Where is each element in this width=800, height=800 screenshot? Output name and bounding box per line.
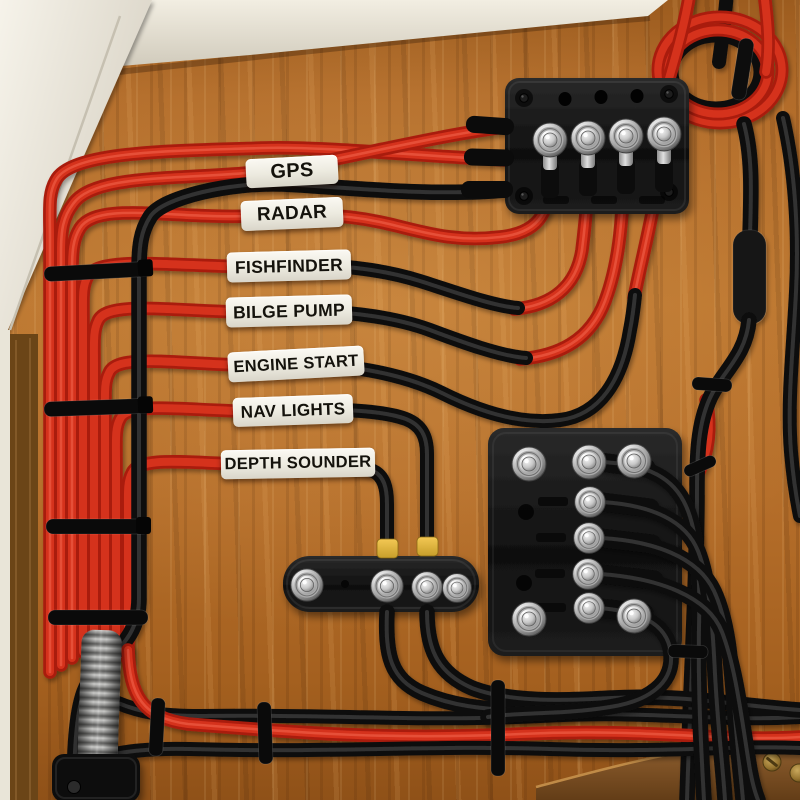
clamp-screw <box>67 780 81 794</box>
terminal-stud <box>410 570 444 604</box>
panel-edge-grain <box>15 338 31 800</box>
depth-cable-black <box>290 463 387 564</box>
bus-link <box>535 569 565 578</box>
terminal-stud <box>571 557 605 591</box>
mini-bus-bar <box>283 536 479 612</box>
cabin-structure <box>0 0 668 800</box>
bus-link <box>536 533 566 542</box>
cable-tie <box>683 455 717 477</box>
terminal-stud <box>510 600 548 638</box>
terminal-stud <box>615 442 653 480</box>
yellow-heatshrink-band <box>376 538 399 559</box>
cable-tie <box>43 397 153 418</box>
terminal-stud <box>369 568 405 604</box>
label-text: FISHFINDER <box>234 254 344 277</box>
label-text: BILGE PUMP <box>232 299 346 322</box>
label-text: DEPTH SOUNDER <box>224 452 372 474</box>
label-text: NAV LIGHTS <box>240 398 346 422</box>
mounting-hole <box>630 89 644 103</box>
cable-tie <box>256 701 274 765</box>
terminal-stud <box>572 521 606 555</box>
entry-sleeve <box>465 115 514 136</box>
corner-screw <box>514 88 534 108</box>
mounting-hole <box>558 92 572 106</box>
terminal-stud <box>531 121 569 159</box>
terminal-stud <box>289 567 325 603</box>
label-text: RADAR <box>256 201 328 226</box>
left-edge-strip <box>0 330 10 800</box>
terminal-stud <box>441 572 473 604</box>
label-text: ENGINE START <box>232 351 359 376</box>
label-text: GPS <box>269 158 315 184</box>
top-trim <box>98 0 668 68</box>
terminal-stud <box>572 591 606 625</box>
cable-label-radar: RADAR <box>240 196 344 232</box>
cable-tie <box>667 644 709 659</box>
terminal-stud <box>607 117 645 155</box>
heat-shrink-sleeve <box>732 229 767 325</box>
cable-tie <box>47 609 149 626</box>
molded-dot <box>341 580 349 588</box>
terminal-stud <box>645 115 683 153</box>
cable-tie <box>691 376 733 393</box>
trim-shadow <box>99 15 651 77</box>
cable-label-gps: GPS <box>245 154 339 189</box>
bus-link <box>538 497 568 506</box>
terminal-stud <box>569 119 607 157</box>
cable-tie <box>148 697 166 757</box>
cable-tie <box>490 679 506 777</box>
bus-bar-terminals <box>531 115 683 198</box>
terminal-stud <box>615 597 653 635</box>
depth-cable-red <box>128 462 294 660</box>
coiled-supply-cables <box>651 0 800 800</box>
panel-edge-dark <box>10 334 38 800</box>
entry-sleeve <box>461 181 513 198</box>
corner-screw <box>514 186 534 206</box>
cable-label-nav-lights: NAV LIGHTS <box>232 393 354 428</box>
mounting-hole <box>516 575 532 591</box>
top-bus-bar <box>461 78 689 214</box>
cable-clamp <box>52 754 140 800</box>
yellow-heatshrink-band <box>416 536 439 557</box>
cable-tie <box>45 518 151 535</box>
mounting-hole <box>518 504 534 520</box>
cable-label-fishfinder: FISHFINDER <box>226 249 352 283</box>
terminal-stud <box>510 445 548 483</box>
bundle-cable-ties <box>43 259 154 626</box>
nav-cable-black <box>288 410 427 562</box>
entry-sleeve <box>463 148 514 167</box>
brass-screw <box>789 763 800 783</box>
vent-slot <box>639 196 665 204</box>
terminal-stud <box>570 443 608 481</box>
cable-label-bilge-pump: BILGE PUMP <box>225 294 353 328</box>
white-beam <box>0 0 152 348</box>
right-terminal-block <box>488 428 758 800</box>
run-cable-ties <box>148 376 733 777</box>
cable-label-depth-sounder: DEPTH SOUNDER <box>220 447 376 480</box>
mounting-hole <box>594 90 608 104</box>
terminal-stud <box>573 485 607 519</box>
coil-cable-tie <box>730 37 755 101</box>
vent-slot <box>591 196 617 204</box>
corner-screw <box>659 84 679 104</box>
